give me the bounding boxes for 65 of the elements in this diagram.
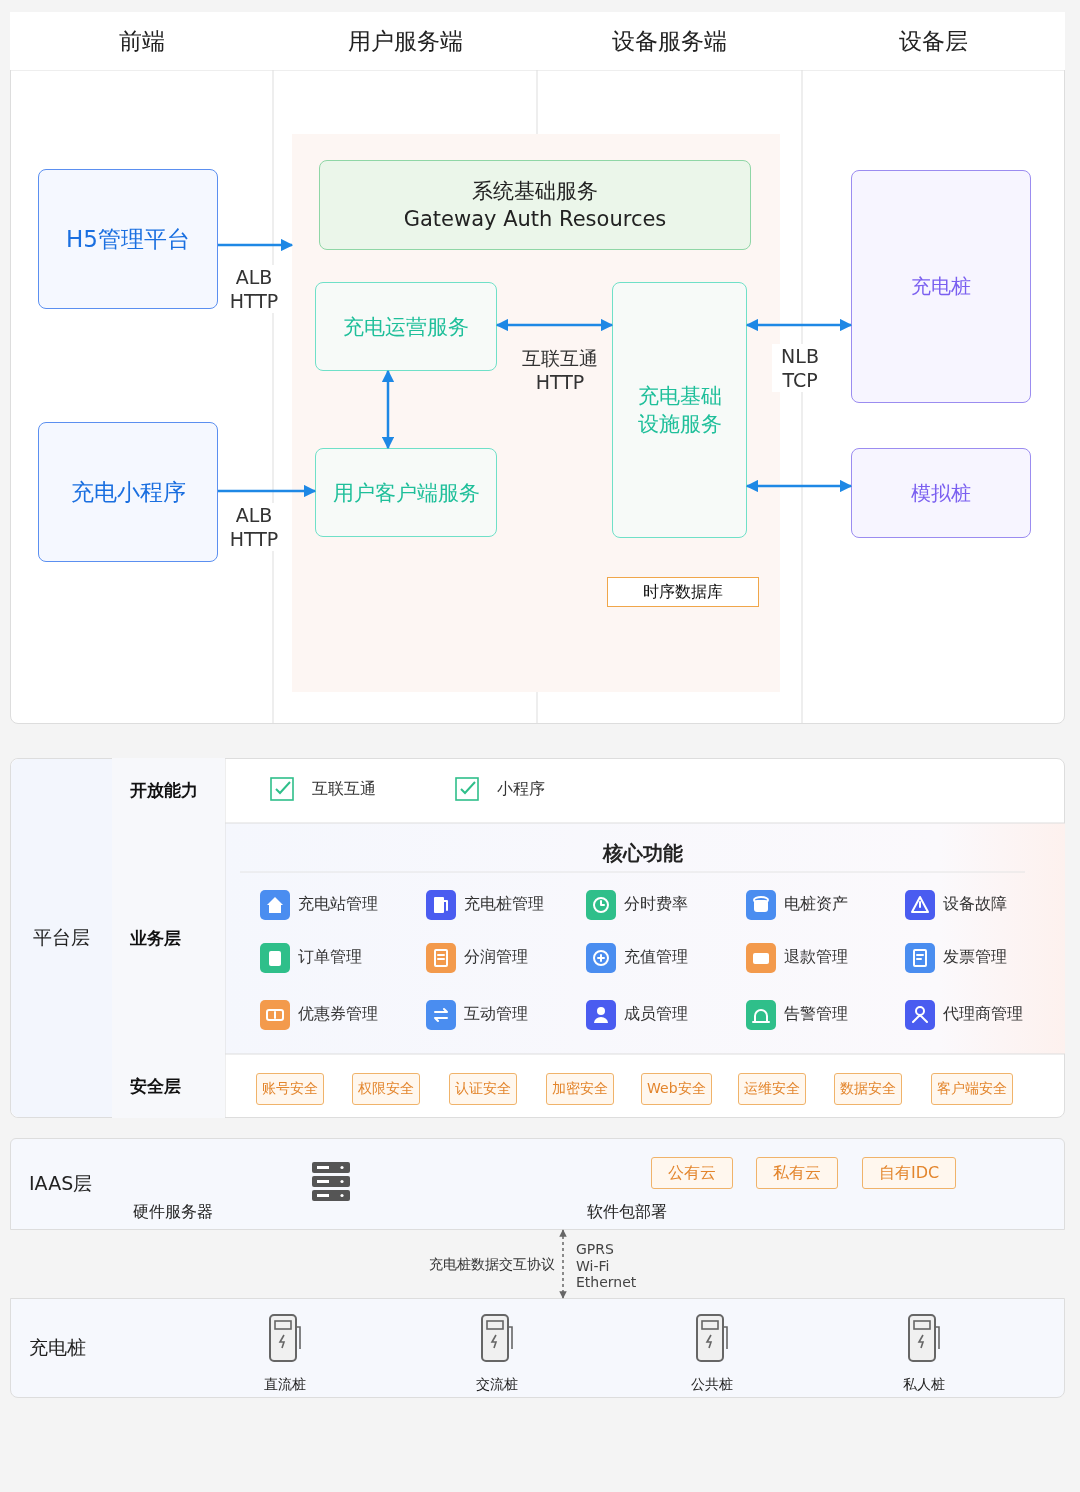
- protocol-label: Wi-Fi: [576, 1257, 610, 1274]
- device-box: 充电桩: [851, 170, 1031, 403]
- box-title: 系统基础服务: [472, 178, 598, 205]
- feature-label: 充值管理: [624, 947, 688, 968]
- service-box: [319, 160, 751, 250]
- feature-label: 优惠券管理: [298, 1004, 378, 1025]
- deployment-tag: 自有IDC: [862, 1157, 957, 1189]
- section-title: 核心功能: [601, 840, 684, 867]
- table-cell: 时序数据库: [607, 577, 759, 607]
- arrow: [745, 318, 853, 332]
- charger-label: 公共桩: [690, 1376, 734, 1394]
- security-tag: 权限安全: [352, 1073, 420, 1105]
- column-header: 用户服务端: [273, 12, 537, 70]
- feature-label: 订单管理: [298, 947, 362, 968]
- arrow: [745, 479, 853, 493]
- arrow: [218, 238, 294, 252]
- arrow: [381, 369, 395, 450]
- row-header: 平台层: [11, 759, 112, 1117]
- security-tag: 账号安全: [256, 1073, 324, 1105]
- deployment-tag: 公有云: [651, 1157, 733, 1189]
- feature-label: 退款管理: [784, 947, 848, 968]
- column-header: 前端: [10, 12, 273, 70]
- feature-label: 代理商管理: [943, 1004, 1023, 1025]
- row-header: 业务层: [112, 823, 225, 1054]
- device-box: 模拟桩: [851, 448, 1031, 538]
- protocol-label: GPRS: [576, 1241, 614, 1257]
- box-subtitle: Gateway Auth Resources: [403, 206, 667, 233]
- charger-label: 直流桩: [263, 1376, 307, 1394]
- deployment-label: 硬件服务器: [133, 1202, 213, 1223]
- charger-label: 交流桩: [475, 1376, 519, 1394]
- service-box: 充电运营服务: [315, 282, 497, 371]
- feature-label: 分润管理: [464, 947, 528, 968]
- feature-label: 互动管理: [464, 1004, 528, 1025]
- feature-label: 充电站管理: [298, 894, 378, 915]
- deployment-tag: 私有云: [756, 1157, 838, 1189]
- option-label: 互联互通: [312, 779, 376, 800]
- arrow: [495, 318, 614, 332]
- charger-label: 私人桩: [902, 1376, 946, 1394]
- feature-label: 充电桩管理: [464, 894, 544, 915]
- option-label: 小程序: [497, 779, 545, 800]
- column-header: 设备层: [802, 12, 1065, 70]
- security-tag: 客户端安全: [931, 1073, 1013, 1105]
- security-tag: 加密安全: [546, 1073, 614, 1105]
- service-area: [292, 134, 780, 692]
- feature-label: 电桩资产: [784, 894, 848, 915]
- row-header: 开放能力: [112, 758, 225, 823]
- feature-label: 设备故障: [943, 894, 1007, 915]
- security-tag: 数据安全: [834, 1073, 902, 1105]
- platform-box: H5管理平台: [38, 169, 218, 309]
- security-tag: 运维安全: [738, 1073, 806, 1105]
- feature-label: 发票管理: [943, 947, 1007, 968]
- feature-label: 告警管理: [784, 1004, 848, 1025]
- security-tag: 认证安全: [449, 1073, 517, 1105]
- security-tag: Web安全: [641, 1073, 712, 1105]
- platform-box: 充电小程序: [38, 422, 218, 562]
- feature-label: 分时费率: [624, 894, 688, 915]
- row-header: 安全层: [112, 1054, 225, 1118]
- deployment-label: 软件包部署: [587, 1202, 667, 1223]
- service-box: 用户客户端服务: [315, 448, 497, 537]
- dashed-arrow: [559, 1229, 567, 1299]
- service-box: 充电基础设施服务: [612, 282, 747, 538]
- column-header: 设备服务端: [537, 12, 802, 70]
- feature-label: 成员管理: [624, 1004, 688, 1025]
- arrow: [218, 484, 317, 498]
- protocol-label: Ethernet: [576, 1274, 637, 1290]
